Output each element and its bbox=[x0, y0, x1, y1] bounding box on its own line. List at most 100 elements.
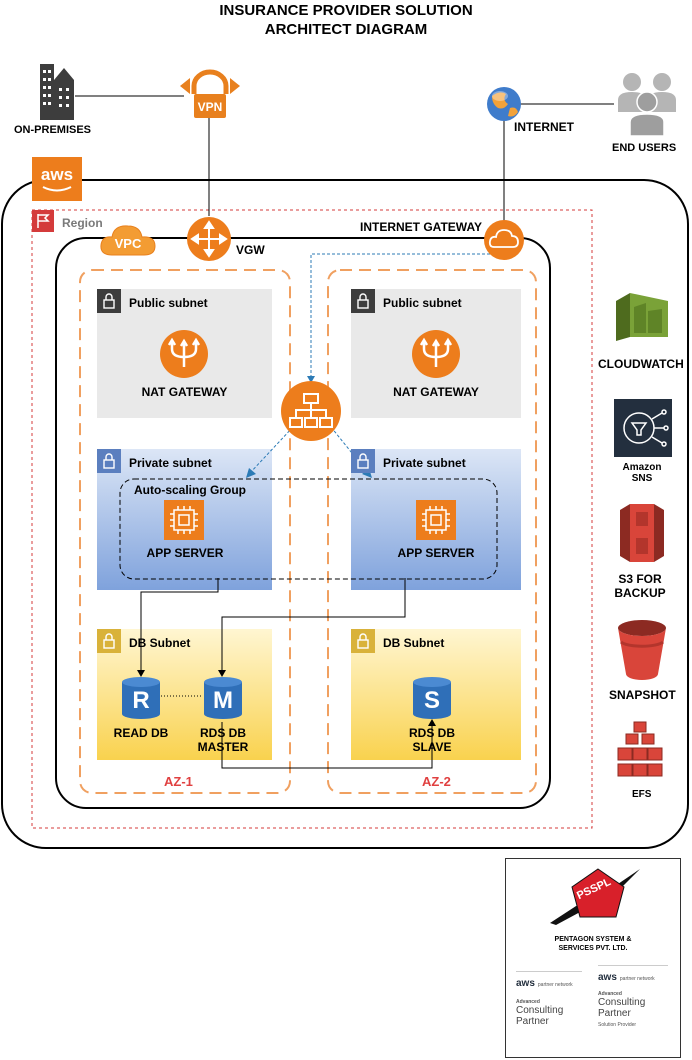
slave-db-label: RDS DB SLAVE bbox=[387, 726, 477, 754]
az2-label: AZ-2 bbox=[422, 774, 451, 789]
sns-label-line1: Amazon bbox=[622, 462, 662, 473]
region-flag-icon bbox=[32, 210, 54, 232]
load-balancer-icon bbox=[281, 381, 341, 441]
partner-card-1-aws-logo: aws bbox=[516, 978, 535, 989]
lock-icon bbox=[351, 449, 375, 473]
master-db-icon: M bbox=[203, 676, 243, 720]
aws-logo: aws bbox=[32, 157, 82, 201]
snapshot-label: SNAPSHOT bbox=[609, 688, 676, 702]
lb-to-app1-flow bbox=[249, 426, 294, 474]
read-db-label: READ DB bbox=[113, 726, 169, 740]
company-name-line2: SERVICES PVT. LTD. bbox=[558, 945, 628, 952]
master-to-slave-line bbox=[221, 722, 433, 769]
app1-db-line bbox=[140, 578, 219, 672]
partner-card-2-aws-logo: aws bbox=[598, 972, 617, 983]
users-icon bbox=[618, 73, 676, 137]
public-subnet-az1: Public subnet bbox=[97, 289, 272, 418]
company-name: PENTAGON SYSTEM & SERVICES PVT. LTD. bbox=[506, 935, 680, 953]
db-subnet-az2: DB Subnet bbox=[351, 629, 521, 659]
app-server-icon bbox=[416, 500, 456, 540]
lock-icon bbox=[351, 289, 375, 313]
subnet-title: DB Subnet bbox=[383, 636, 445, 650]
aws-cloud-boundary bbox=[1, 179, 689, 849]
nat-gateway-label-az2: NAT GATEWAY bbox=[393, 385, 479, 399]
internet-gateway-icon bbox=[484, 220, 524, 260]
subnet-title: DB Subnet bbox=[129, 636, 191, 650]
partner-card-1-line2: Partner bbox=[516, 1016, 549, 1027]
app-server-icon bbox=[164, 500, 204, 540]
partner-card: PSSPL PENTAGON SYSTEM & SERVICES PVT. LT… bbox=[505, 858, 681, 1058]
database-cylinder-icon bbox=[122, 677, 160, 719]
vpc-boundary bbox=[55, 237, 551, 809]
aws-smile-icon bbox=[42, 186, 72, 192]
sns-icon bbox=[614, 399, 672, 457]
nat-gateway-icon bbox=[160, 330, 208, 378]
diagram-title: INSURANCE PROVIDER SOLUTION ARCHITECT DI… bbox=[0, 1, 692, 39]
globe-icon bbox=[487, 87, 521, 121]
app2-db-line bbox=[221, 578, 406, 672]
slave-db-label-line2: SLAVE bbox=[412, 740, 452, 754]
autoscaling-group-label: Auto-scaling Group bbox=[134, 483, 246, 497]
region-boundary bbox=[31, 209, 593, 829]
lb-to-app1-arrow bbox=[246, 468, 256, 478]
master-db-label-line1: RDS DB bbox=[199, 726, 246, 740]
master-slave-arrow bbox=[428, 719, 436, 726]
internet-label: INTERNET bbox=[514, 120, 574, 134]
region-label: Region bbox=[62, 216, 103, 230]
partner-card-1-network: partner network bbox=[537, 982, 573, 988]
partner-card-2-sub: Solution Provider bbox=[598, 1022, 637, 1028]
s3-label-line2: BACKUP bbox=[614, 586, 666, 600]
slave-db-icon: S bbox=[412, 676, 452, 720]
subnet-title: Private subnet bbox=[129, 456, 212, 470]
vgw-icon bbox=[187, 217, 231, 261]
database-cylinder-icon bbox=[413, 677, 451, 719]
snapshot-bucket-icon bbox=[618, 620, 666, 680]
vpc-cloud-icon bbox=[100, 225, 156, 256]
internet-gateway-label: INTERNET GATEWAY bbox=[360, 220, 483, 234]
master-db-label: RDS DB MASTER bbox=[178, 726, 268, 754]
public-subnet-az2: Public subnet bbox=[351, 289, 521, 418]
sns-label: Amazon SNS bbox=[604, 462, 680, 484]
database-cylinder-icon bbox=[204, 677, 242, 719]
partner-card-2-network: partner network bbox=[619, 976, 655, 982]
nat-gateway-icon bbox=[412, 330, 460, 378]
aws-logo-text: aws bbox=[40, 165, 74, 184]
read-db-letter: R bbox=[132, 687, 150, 714]
master-db-letter: M bbox=[213, 687, 233, 714]
vpn-icon bbox=[180, 69, 240, 118]
partner-card-2-line1: Consulting bbox=[598, 997, 646, 1008]
private-subnet-az2: Private subnet bbox=[351, 449, 521, 479]
lock-icon bbox=[97, 629, 121, 653]
company-name-line1: PENTAGON SYSTEM & bbox=[554, 936, 632, 943]
pentagon-logo-icon bbox=[550, 868, 640, 925]
igw-to-lb-arrow bbox=[307, 376, 315, 383]
partner-card-2-line2: Partner bbox=[598, 1008, 631, 1019]
app1-read-arrow bbox=[137, 670, 145, 677]
lock-icon bbox=[351, 629, 375, 653]
master-db-label-line2: MASTER bbox=[197, 740, 249, 754]
partner-card-1-line1: Consulting bbox=[516, 1005, 564, 1016]
vpn-label: VPN bbox=[197, 100, 223, 114]
cloudwatch-label: CLOUDWATCH bbox=[598, 357, 684, 371]
app-server-label-az1: APP SERVER bbox=[146, 546, 224, 560]
on-premises-label: ON-PREMISES bbox=[14, 124, 92, 136]
end-users-label: END USERS bbox=[612, 142, 677, 154]
app2-master-arrow bbox=[218, 670, 226, 677]
subnet-title: Public subnet bbox=[129, 296, 208, 310]
title-line-2: ARCHITECT DIAGRAM bbox=[264, 21, 428, 38]
slave-db-letter: S bbox=[423, 687, 440, 714]
az1-label: AZ-1 bbox=[164, 774, 193, 789]
efs-icon bbox=[617, 721, 663, 777]
s3-icon bbox=[620, 504, 664, 562]
subnet-title: Public subnet bbox=[383, 296, 462, 310]
title-line-1: INSURANCE PROVIDER SOLUTION bbox=[219, 2, 473, 19]
vgw-label: VGW bbox=[236, 243, 265, 257]
db-subnet-az1: DB Subnet bbox=[97, 629, 272, 659]
cloudwatch-icon bbox=[616, 293, 668, 341]
app-server-label-az2: APP SERVER bbox=[397, 546, 475, 560]
subnet-title: Private subnet bbox=[383, 456, 466, 470]
vpc-label: VPC bbox=[114, 236, 142, 251]
partner-badge-card-2: aws partner network Advanced Consulting … bbox=[598, 965, 668, 1050]
nat-gateway-label-az1: NAT GATEWAY bbox=[141, 385, 228, 399]
building-icon bbox=[40, 64, 74, 120]
